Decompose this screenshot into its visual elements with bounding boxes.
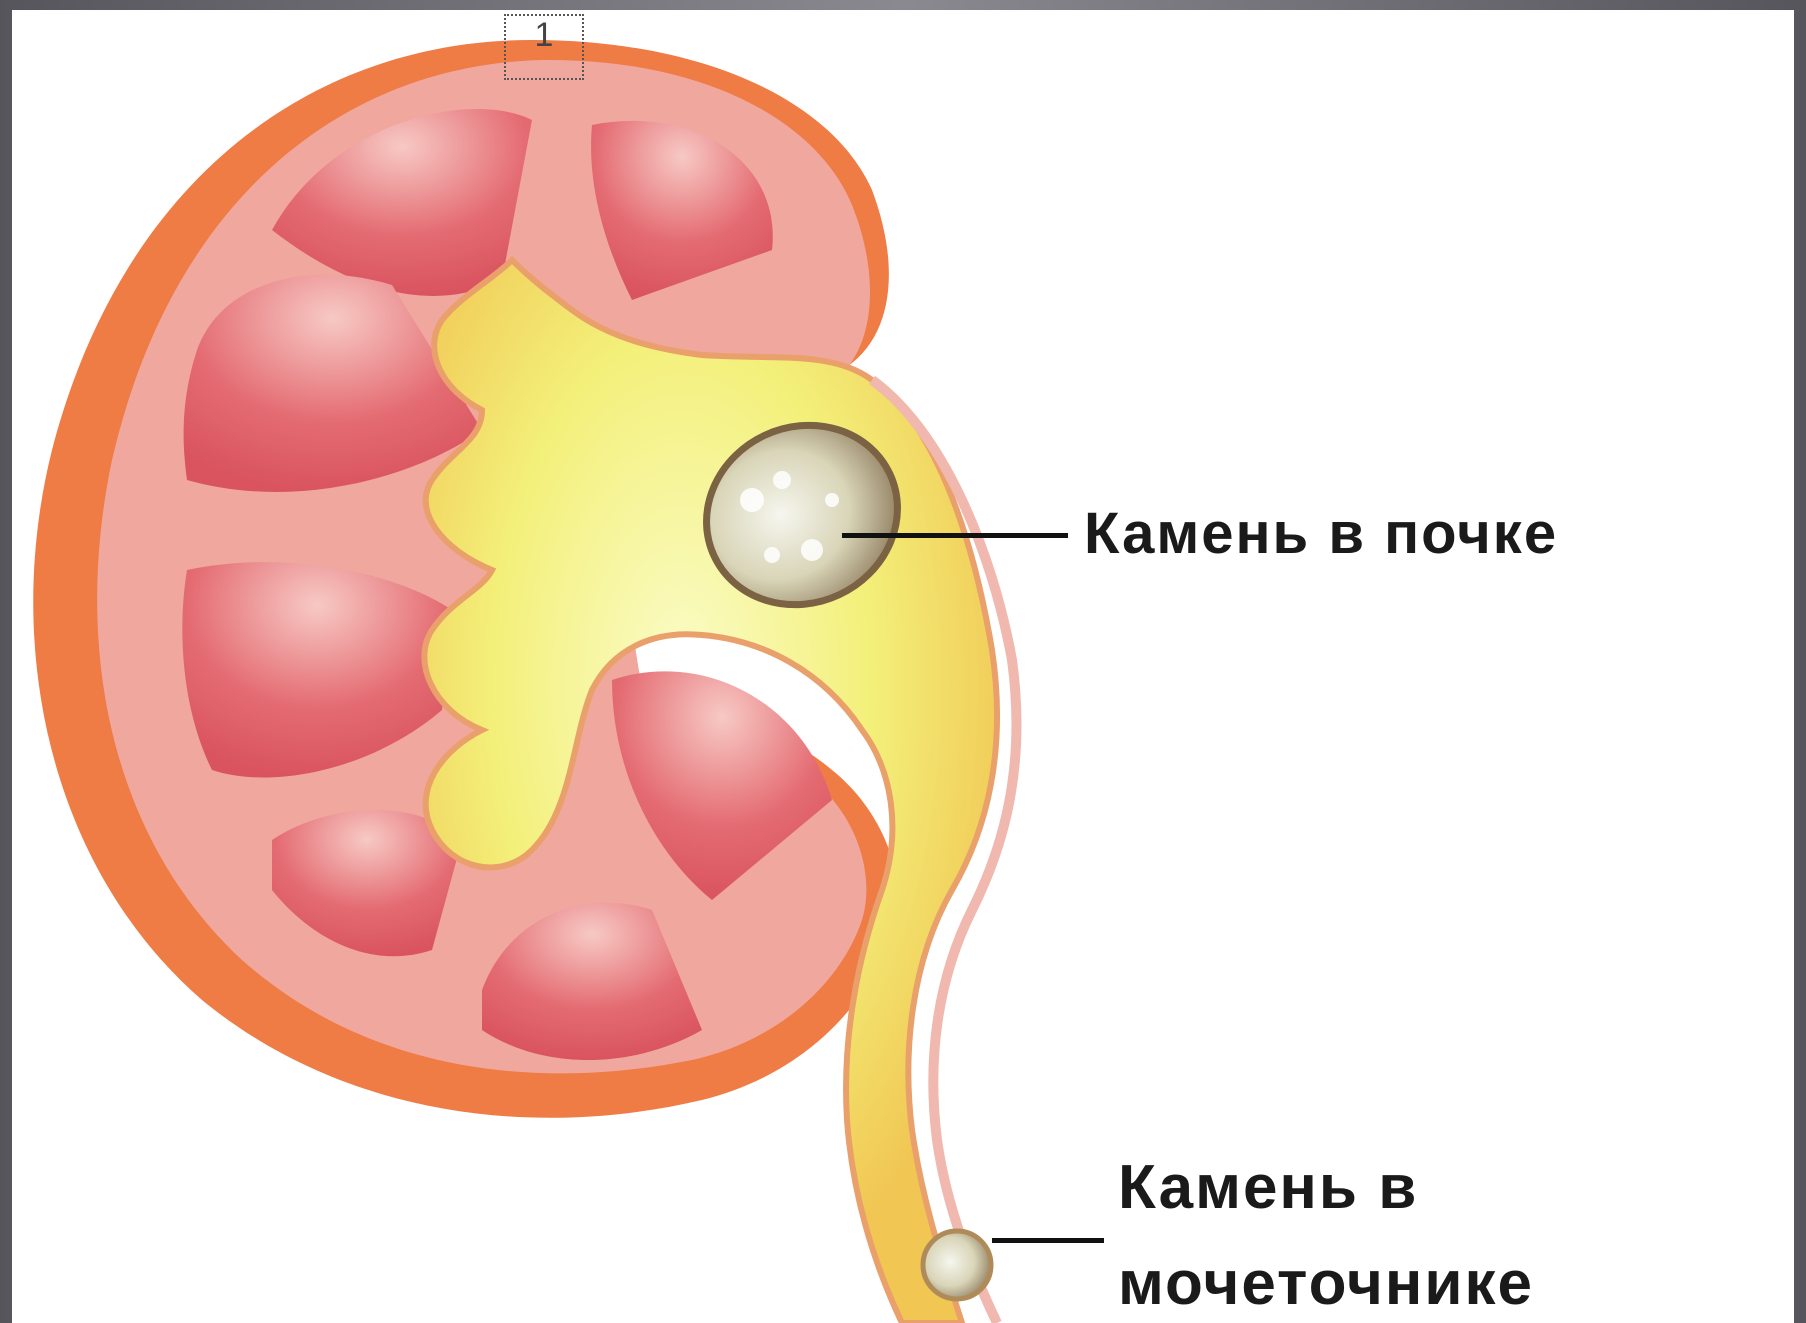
- kidney-stone-label: Камень в почке: [1084, 500, 1558, 567]
- ureter-stone-leader-line: [992, 1238, 1104, 1243]
- kidney-stone-leader-line: [842, 533, 1068, 538]
- ureter-stone-shape: [923, 1231, 991, 1299]
- ureter-stone-label-line1: Камень в: [1118, 1140, 1534, 1236]
- diagram-canvas: 1 Камень в почке Камень в мочеточнике: [12, 10, 1794, 1323]
- ureter-stone-label-line2: мочеточнике: [1118, 1236, 1534, 1323]
- ureter-stone-label: Камень в мочеточнике: [1118, 1140, 1534, 1323]
- kidney-illustration: [12, 10, 1794, 1323]
- figure-marker: 1: [504, 14, 584, 80]
